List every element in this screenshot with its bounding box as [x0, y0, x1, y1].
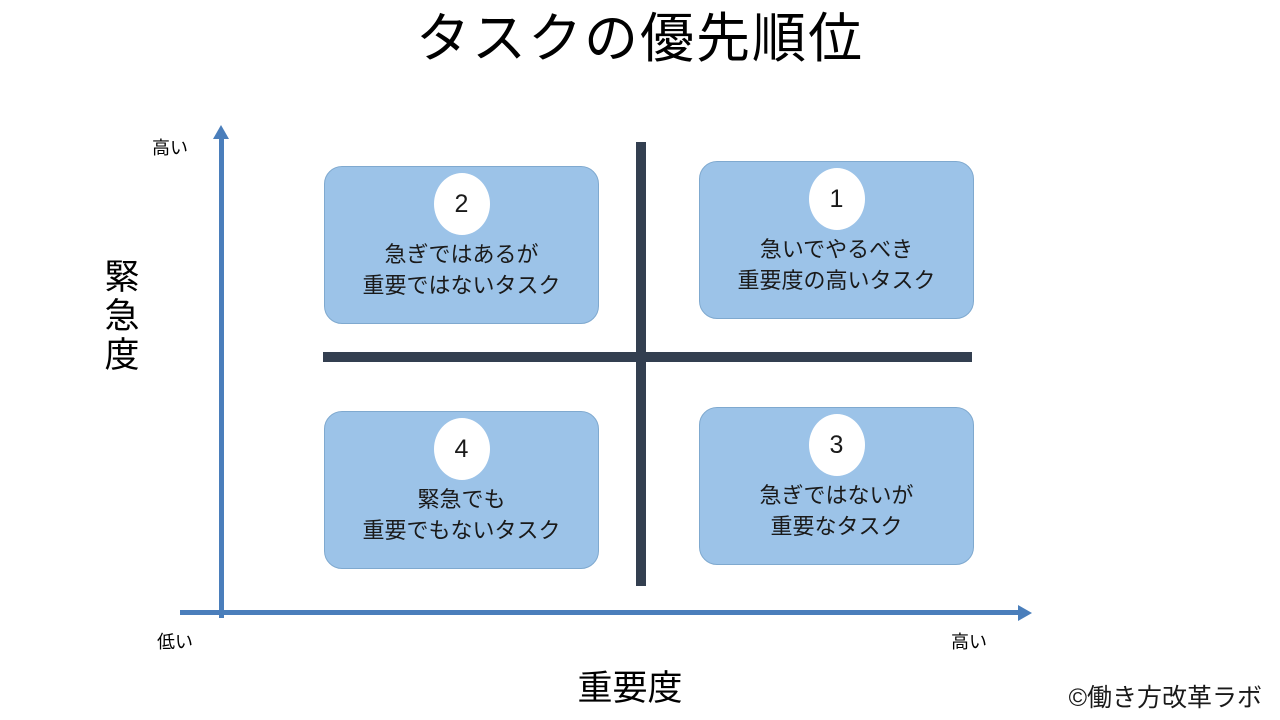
quadrant-number-badge: 1 [808, 168, 865, 230]
x-axis-arrow-icon [1018, 605, 1032, 621]
quadrant-description: 急いでやるべき 重要度の高いタスク [737, 237, 936, 294]
quadrant-divider-vertical [636, 142, 646, 586]
x-axis-title: 重要度 [577, 669, 683, 708]
quadrant-number-badge: 3 [808, 414, 865, 476]
quadrant-box-1[interactable]: 1 急いでやるべき 重要度の高いタスク [699, 161, 974, 319]
quadrant-description: 急ぎではあるが 重要ではないタスク [362, 242, 561, 299]
y-axis-high-label: 高い [152, 138, 188, 158]
quadrant-number-badge: 2 [433, 173, 490, 235]
footer-credit: ©働き方改革ラボ [1068, 684, 1262, 712]
y-axis-arrow-icon [213, 125, 229, 139]
x-axis-line [180, 610, 1022, 615]
quadrant-box-3[interactable]: 3 急ぎではないが 重要なタスク [699, 407, 974, 565]
y-axis-title: 緊急度 [104, 258, 140, 376]
x-axis-low-label: 低い [157, 632, 193, 652]
y-axis-line [219, 136, 224, 618]
quadrant-description: 緊急でも 重要でもないタスク [362, 487, 561, 544]
page-title: タスクの優先順位 [416, 9, 864, 69]
quadrant-description: 急ぎではないが 重要なタスク [759, 483, 914, 540]
x-axis-high-label: 高い [951, 632, 987, 652]
quadrant-box-4[interactable]: 4 緊急でも 重要でもないタスク [324, 411, 599, 569]
quadrant-number-badge: 4 [433, 418, 490, 480]
quadrant-divider-horizontal [323, 352, 972, 362]
quadrant-box-2[interactable]: 2 急ぎではあるが 重要ではないタスク [324, 166, 599, 324]
